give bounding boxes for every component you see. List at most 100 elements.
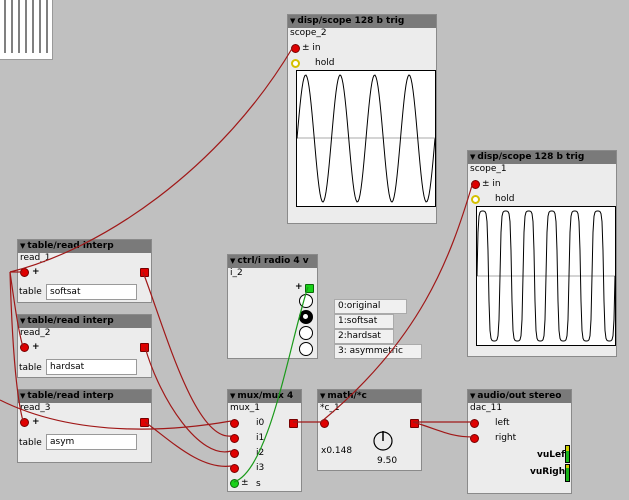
instance-name[interactable]: read_1 [20,253,51,263]
table-read-1-object[interactable]: ▼table/read interp read_1 + table softsa… [17,239,152,303]
triangle-down-icon[interactable]: ▼ [290,17,296,25]
instance-name[interactable]: *c_1 [320,403,340,413]
inlet-jack[interactable] [20,268,29,277]
triangle-down-icon[interactable]: ▼ [230,392,236,400]
instance-name[interactable]: dac_11 [470,403,503,413]
radio-option-0[interactable] [299,294,313,308]
inlet-s-jack[interactable] [230,479,239,488]
inlet-in-jack[interactable] [471,180,480,189]
table-name-field[interactable]: softsat [46,284,137,300]
inlet-in-jack[interactable] [291,44,300,53]
table-name-field[interactable]: asym [46,434,137,450]
radio-option-1[interactable] [299,310,313,324]
cable-read1-to-mux-i1 [142,271,232,437]
instance-name[interactable]: scope_1 [470,164,507,174]
inlet-right-jack[interactable] [470,434,479,443]
object-header[interactable]: ▼mux/mux 4 [228,390,301,403]
comment-original: 0:original [334,299,407,314]
inlet-jack[interactable] [320,419,329,428]
object-header[interactable]: ▼math/*c [318,390,421,403]
instance-name[interactable]: scope_2 [290,28,327,38]
scope-2-object[interactable]: ▼disp/scope 128 b trig scope_2 ± in hold [287,14,437,224]
table-param-label: table [19,438,42,448]
inlet-hold-label: hold [495,194,515,204]
inlet-i1-jack[interactable] [230,434,239,443]
instance-name[interactable]: read_2 [20,328,51,338]
table-param-label: table [19,363,42,373]
knob-value: 9.50 [377,456,398,466]
radio-option-2[interactable] [299,326,313,340]
scope-waveform [296,74,436,203]
inlet-hold-label: hold [315,58,335,68]
scope-waveform [476,210,616,342]
cable-read3-to-mux-i3 [144,421,232,467]
inlet-right-label: right [495,433,517,443]
audio-out-stereo-object[interactable]: ▼audio/out stereo dac_11 left right vuLe… [467,389,572,494]
inlet-i3-label: i3 [256,463,265,473]
inlet-i3-jack[interactable] [230,464,239,473]
radio-object[interactable]: ▼ctrl/i radio 4 v i_2 + [227,254,318,359]
instance-name[interactable]: mux_1 [230,403,261,413]
plus-minus-icon: + [32,342,40,352]
mux-object[interactable]: ▼mux/mux 4 mux_1 i0 i1 i2 i3 ± s [227,389,302,492]
triangle-down-icon[interactable]: ▼ [20,317,26,325]
object-header[interactable]: ▼table/read interp [18,315,151,328]
plus-minus-icon: ± [241,478,249,488]
table-name-field[interactable]: hardsat [46,359,137,375]
object-header[interactable]: ▼audio/out stereo [468,390,571,403]
inlet-left-jack[interactable] [470,419,479,428]
inlet-hold-jack[interactable] [291,59,300,68]
triangle-down-icon[interactable]: ▼ [470,153,476,161]
triangle-down-icon[interactable]: ▼ [230,257,236,265]
cable-mathc-to-out-right [412,421,474,438]
object-header[interactable]: ▼disp/scope 128 b trig [468,151,616,164]
outlet-jack[interactable] [305,284,314,293]
inlet-in-label: ± in [482,179,501,189]
outlet-jack[interactable] [140,418,149,427]
vu-left-label: vuLeft [537,450,570,460]
inlet-i0-jack[interactable] [230,419,239,428]
scope-1-object[interactable]: ▼disp/scope 128 b trig scope_1 ± in hold [467,150,617,357]
triangle-down-icon[interactable]: ▼ [470,392,476,400]
radio-option-3[interactable] [299,342,313,356]
plus-minus-icon: + [32,267,40,277]
inlet-i2-jack[interactable] [230,449,239,458]
object-header[interactable]: ▼table/read interp [18,240,151,253]
inlet-left-label: left [495,418,510,428]
table-read-3-object[interactable]: ▼table/read interp read_3 + table asym [17,389,152,463]
triangle-down-icon[interactable]: ▼ [320,392,326,400]
instance-name[interactable]: read_3 [20,403,51,413]
instance-name[interactable]: i_2 [230,268,243,278]
triangle-down-icon[interactable]: ▼ [20,392,26,400]
outlet-jack[interactable] [289,419,298,428]
inlet-jack[interactable] [20,418,29,427]
table-read-2-object[interactable]: ▼table/read interp read_2 + table hardsa… [17,314,152,378]
scope-display [476,206,616,346]
factor-label: x0.148 [321,446,353,456]
triangle-down-icon[interactable]: ▼ [20,242,26,250]
comment-softsat: 1:softsat [334,314,394,329]
table-param-label: table [19,287,42,297]
object-header[interactable]: ▼disp/scope 128 b trig [288,15,436,28]
table-display-bars [4,0,48,53]
cable-read2-to-mux-i2 [144,346,232,453]
outlet-jack[interactable] [410,419,419,428]
partial-table-object [0,0,53,60]
vu-right-label: vuRight [530,467,570,477]
inlet-i0-label: i0 [256,418,265,428]
knob-icon[interactable] [372,430,394,452]
inlet-hold-jack[interactable] [471,195,480,204]
vu-meter-right [565,464,570,482]
comment-asymmetric: 3: asymmetric [334,344,422,359]
object-header[interactable]: ▼table/read interp [18,390,151,403]
inlet-i2-label: i2 [256,448,265,458]
outlet-jack[interactable] [140,343,149,352]
inlet-in-label: ± in [302,43,321,53]
inlet-jack[interactable] [20,343,29,352]
object-header[interactable]: ▼ctrl/i radio 4 v [228,255,317,268]
inlet-s-label: s [256,479,261,489]
inlet-i1-label: i1 [256,433,265,443]
outlet-jack[interactable] [140,268,149,277]
vu-meter-left [565,445,570,463]
math-multiply-const-object[interactable]: ▼math/*c *c_1 x0.148 9.50 [317,389,422,471]
